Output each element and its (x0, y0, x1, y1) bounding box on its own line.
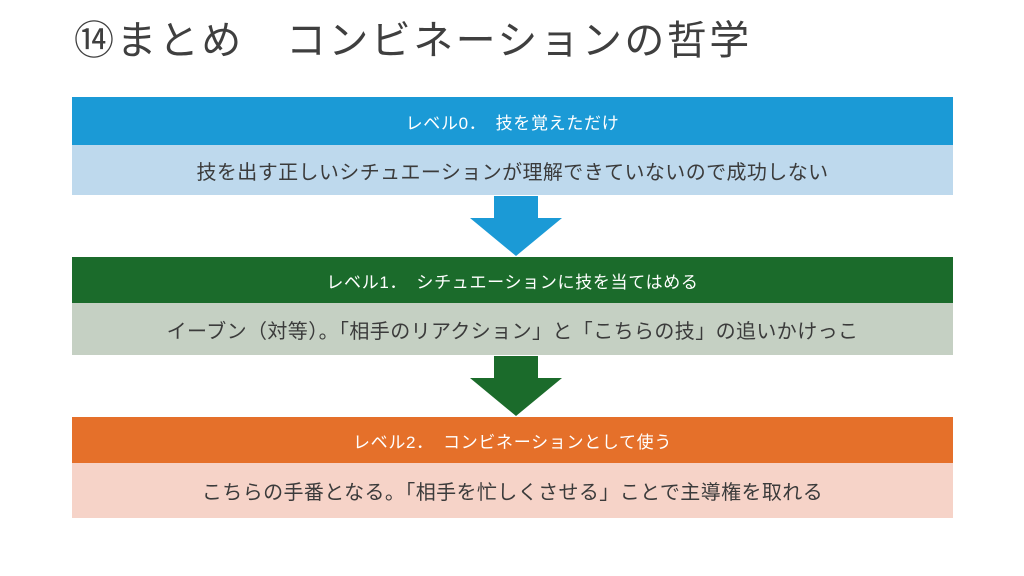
level-group-1: レベル1． シチュエーションに技を当てはめる イーブン（対等）。「相手のリアクシ… (72, 257, 953, 355)
level-0-header: レベル0． 技を覚えただけ (72, 97, 953, 145)
level-1-body: イーブン（対等）。「相手のリアクション」と「こちらの技」の追いかけっこ (72, 303, 953, 355)
level-0-body: 技を出す正しいシチュエーションが理解できていないので成功しない (72, 145, 953, 195)
level-group-0: レベル0． 技を覚えただけ 技を出す正しいシチュエーションが理解できていないので… (72, 97, 953, 195)
arrow-down-icon (470, 196, 562, 256)
arrow-down-icon (470, 356, 562, 416)
level-1-header: レベル1． シチュエーションに技を当てはめる (72, 257, 953, 303)
page-title: ⑭まとめ コンビネーションの哲学 (74, 19, 752, 63)
level-group-2: レベル2． コンビネーションとして使う こちらの手番となる。「相手を忙しくさせる… (72, 417, 953, 518)
level-2-header: レベル2． コンビネーションとして使う (72, 417, 953, 463)
level-2-body: こちらの手番となる。「相手を忙しくさせる」ことで主導権を取れる (72, 463, 953, 518)
